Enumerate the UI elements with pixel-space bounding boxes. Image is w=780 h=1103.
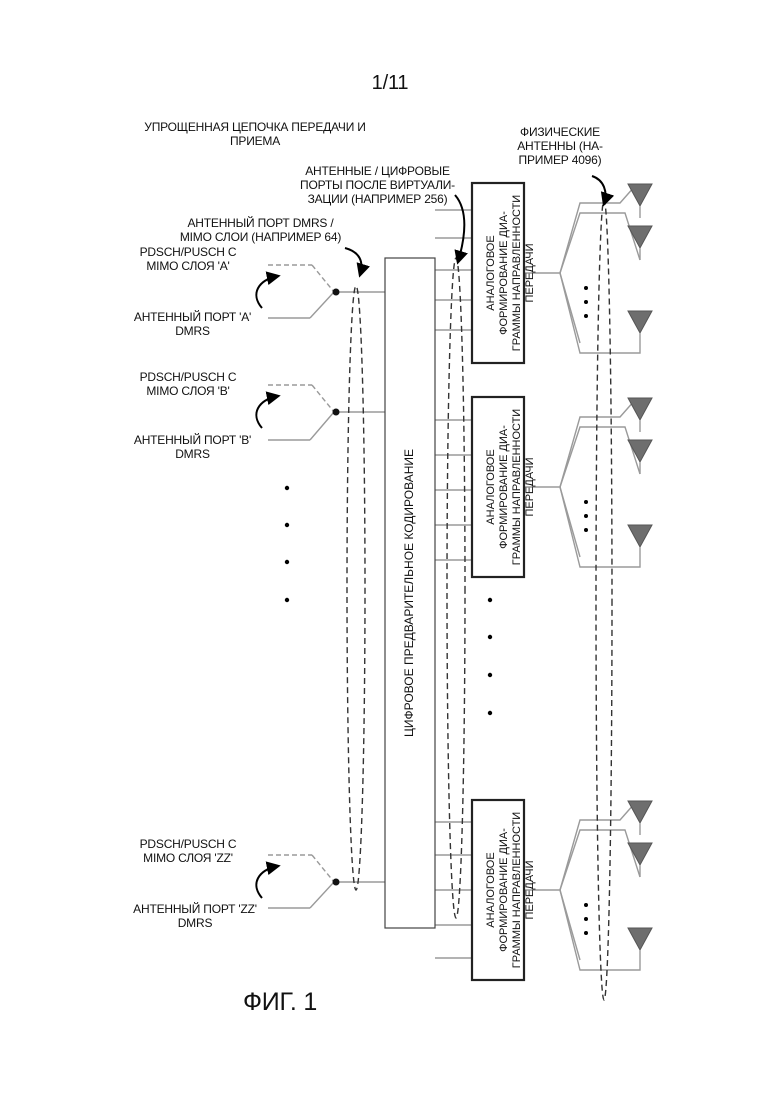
layer-zz-pdsch-label: PDSCH/PUSCH С MIMO СЛОЯ 'ZZ' bbox=[128, 837, 248, 865]
antenna-feed-line bbox=[560, 830, 640, 890]
layer-ellipsis-dot bbox=[285, 598, 289, 602]
physical-antennas-label: ФИЗИЧЕСКИЕ АНТЕННЫ (НА- ПРИМЕР 4096) bbox=[505, 125, 615, 167]
layer-ellipsis-dot bbox=[285, 486, 289, 490]
analog-beamforming-label-2: АНАЛОГОВОЕ ФОРМИРОВАНИЕ ДИА- ГРАММЫ НАПР… bbox=[485, 402, 537, 572]
layer-zz-switch-node bbox=[333, 879, 340, 886]
block-ellipsis-dot bbox=[488, 673, 492, 677]
antenna-feed-line bbox=[560, 427, 640, 487]
antenna-feed-line bbox=[560, 273, 580, 343]
layer-a-dmrs-input bbox=[310, 292, 334, 318]
diagram-title: УПРОЩЕННАЯ ЦЕПОЧКА ПЕРЕДАЧИ И ПРИЕМА bbox=[130, 120, 380, 148]
antenna-ellipsis-dot bbox=[584, 931, 588, 935]
layer-a-pdsch-label: PDSCH/PUSCH С MIMO СЛОЯ 'A' bbox=[128, 245, 248, 273]
layer-a-select-arrow bbox=[256, 276, 278, 308]
virtual-port-grouping-ellipse bbox=[447, 258, 465, 918]
block-ellipsis-dot bbox=[488, 598, 492, 602]
antenna-ellipsis-dot bbox=[584, 300, 588, 304]
physical-antenna-icon bbox=[628, 226, 652, 248]
analog-beamforming-label-3: АНАЛОГОВОЕ ФОРМИРОВАНИЕ ДИА- ГРАММЫ НАПР… bbox=[485, 805, 537, 975]
physical-antenna-icon bbox=[628, 398, 652, 420]
block-ellipsis-dot bbox=[488, 635, 492, 639]
layer-zz-select-arrow bbox=[256, 866, 278, 898]
layer-b-switch-node bbox=[333, 409, 340, 416]
antenna-ellipsis-dot bbox=[584, 528, 588, 532]
dmrs-mimo-layers-label: АНТЕННЫЙ ПОРТ DMRS / MIMO СЛОИ (НАПРИМЕР… bbox=[178, 216, 343, 244]
physical-antenna-grouping-ellipse bbox=[596, 200, 612, 1000]
antenna-feed-line bbox=[560, 487, 580, 557]
physical-antenna-icon bbox=[628, 801, 652, 823]
diagram-geometry bbox=[256, 184, 652, 970]
layer-b-pdsch-label: PDSCH/PUSCH С MIMO СЛОЯ 'B' bbox=[128, 370, 248, 398]
antenna-ellipsis-dot bbox=[584, 314, 588, 318]
layer-ellipsis-dot bbox=[285, 560, 289, 564]
virtualized-ports-label: АНТЕННЫЕ / ЦИФРОВЫЕ ПОРТЫ ПОСЛЕ ВИРТУАЛИ… bbox=[290, 164, 465, 206]
figure-caption: ФИГ. 1 bbox=[210, 988, 350, 1016]
physical-antenna-icon bbox=[628, 311, 652, 333]
antenna-ellipsis-dot bbox=[584, 500, 588, 504]
page-number: 1/11 bbox=[340, 72, 440, 94]
layer-a-pdsch-input bbox=[312, 265, 334, 292]
antenna-feed-line bbox=[560, 890, 580, 960]
layer-a-dmrs-label: АНТЕННЫЙ ПОРТ 'A' DMRS bbox=[125, 310, 260, 338]
layer-ellipsis-dot bbox=[285, 523, 289, 527]
antenna-ellipsis-dot bbox=[584, 903, 588, 907]
layer-b-select-arrow bbox=[256, 396, 278, 428]
layer-b-dmrs-input bbox=[310, 412, 334, 440]
antenna-feed-line bbox=[560, 400, 635, 487]
physical-antenna-icon bbox=[628, 843, 652, 865]
physical-antenna-icon bbox=[628, 928, 652, 950]
layer-b-pdsch-input bbox=[312, 385, 334, 412]
digital-precoding-label: ЦИФРОВОЕ ПРЕДВАРИТЕЛЬНОЕ КОДИРОВАНИЕ bbox=[403, 393, 416, 793]
dmrs-port-grouping-ellipse bbox=[347, 286, 365, 890]
antenna-ellipsis-dot bbox=[584, 514, 588, 518]
layer-zz-dmrs-input bbox=[310, 882, 334, 908]
antenna-feed-line bbox=[560, 213, 640, 273]
antenna-feed-line bbox=[560, 186, 635, 273]
physical-antenna-icon bbox=[628, 525, 652, 547]
layer-b-dmrs-label: АНТЕННЫЙ ПОРТ 'B' DMRS bbox=[125, 433, 260, 461]
layer-a-switch-node bbox=[333, 289, 340, 296]
layer-zz-dmrs-label: АНТЕННЫЙ ПОРТ 'ZZ' DMRS bbox=[125, 902, 265, 930]
dmrs-ports-callout-arrow bbox=[345, 248, 361, 275]
physical-antenna-icon bbox=[628, 440, 652, 462]
analog-beamforming-label-1: АНАЛОГОВОЕ ФОРМИРОВАНИЕ ДИА- ГРАММЫ НАПР… bbox=[485, 188, 537, 358]
physical-antenna-icon bbox=[628, 184, 652, 206]
antenna-ellipsis-dot bbox=[584, 286, 588, 290]
antenna-ellipsis-dot bbox=[584, 917, 588, 921]
layer-zz-pdsch-input bbox=[312, 855, 334, 882]
block-ellipsis-dot bbox=[488, 711, 492, 715]
